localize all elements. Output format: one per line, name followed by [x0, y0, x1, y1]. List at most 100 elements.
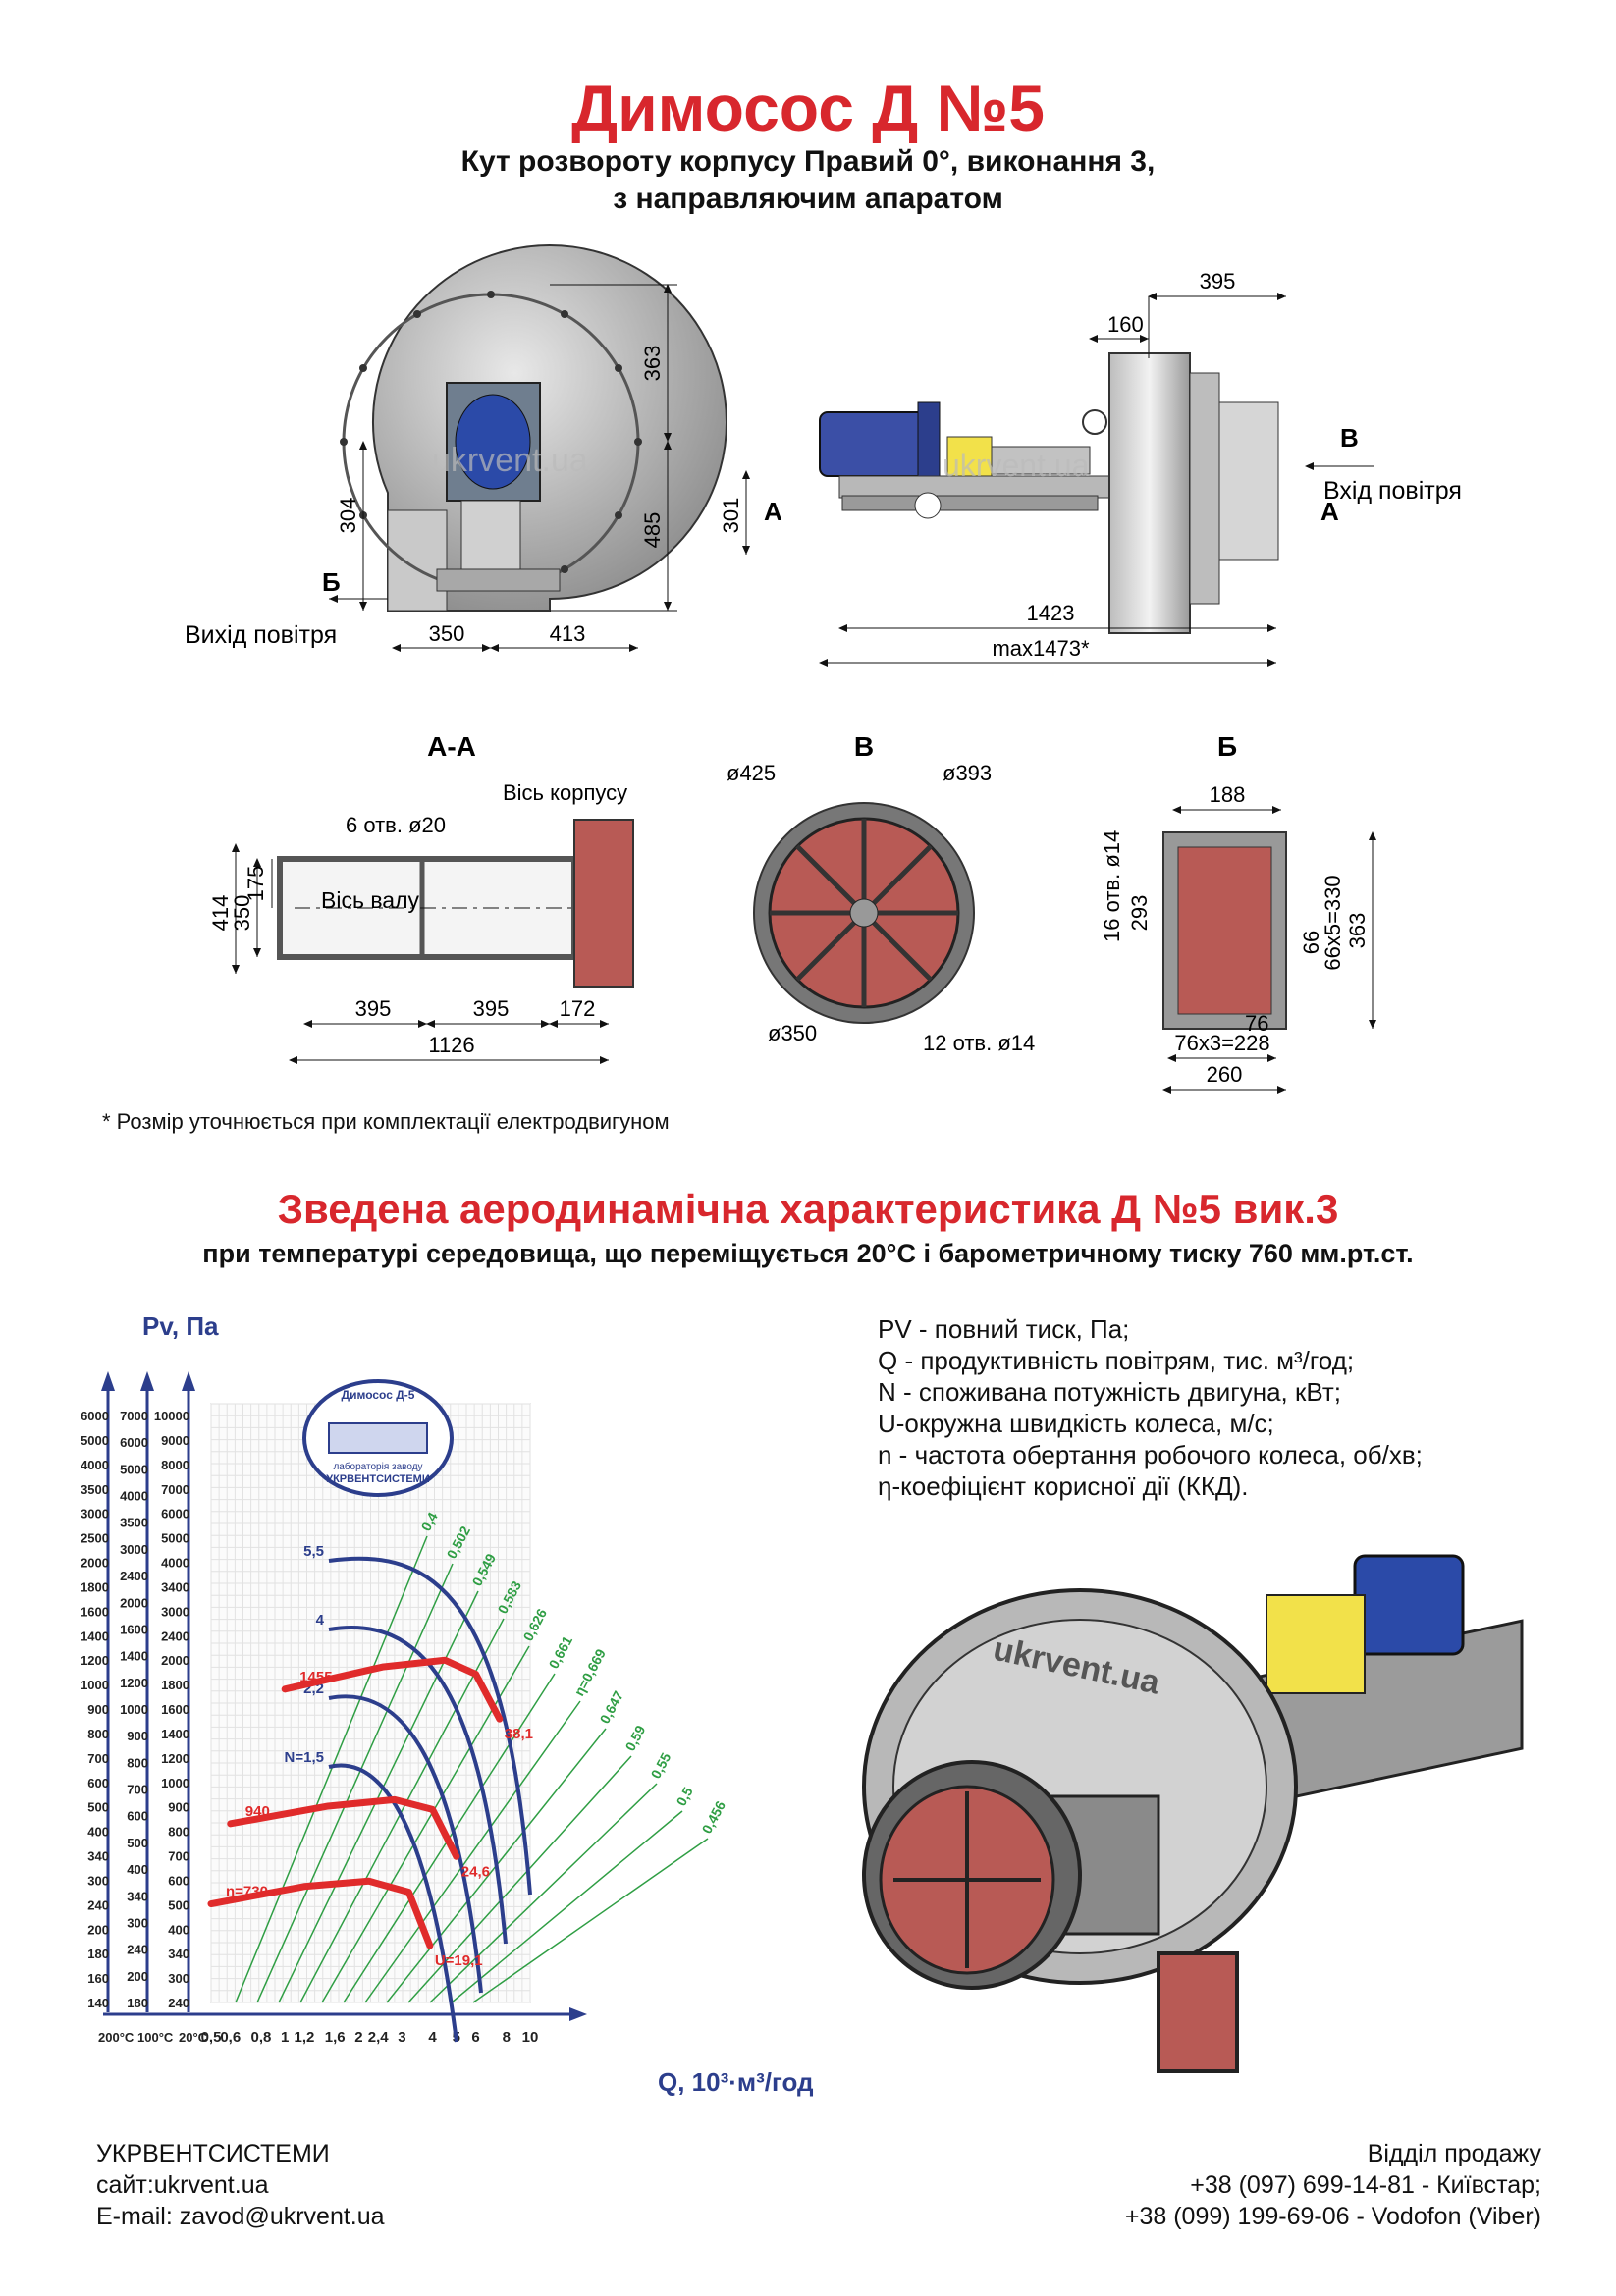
x-tick: 1,2: [295, 2029, 315, 2046]
v-holes: 12 отв. ø14: [923, 1031, 1035, 1055]
section-a-left: A: [764, 497, 782, 526]
x-tick: 8: [503, 2029, 511, 2046]
power-label: 4: [316, 1612, 325, 1629]
x-tick: 1,6: [325, 2029, 346, 2046]
footer-right: Відділ продажу +38 (097) 699-14-81 - Киї…: [1125, 2138, 1541, 2232]
y-tick-20c: 300: [168, 1971, 189, 1986]
y-tick-100c: 500: [127, 1836, 148, 1850]
y-tick-20c: 900: [168, 1800, 189, 1815]
efficiency-line: [364, 1700, 581, 2003]
x-tick: 2,4: [368, 2029, 390, 2046]
y-tick-200c: 3500: [81, 1482, 109, 1497]
y-tick-20c: 3400: [161, 1579, 189, 1594]
efficiency-line: [299, 1618, 505, 2003]
y-tick-200c: 6000: [81, 1409, 109, 1423]
dim-301: 301: [719, 498, 743, 534]
y-tick-20c: 700: [168, 1849, 189, 1864]
site-link[interactable]: сайт:ukrvent.ua: [96, 2171, 269, 2199]
aero-subtitle: при температурі середовища, що переміщує…: [202, 1239, 1414, 1268]
y-tick-200c: 800: [87, 1727, 109, 1741]
y-axis-arrow: [140, 1371, 154, 1391]
y-tick-200c: 2000: [81, 1556, 109, 1571]
y-tick-200c: 160: [87, 1971, 109, 1986]
d393: ø393: [943, 761, 992, 785]
y-tick-20c: 7000: [161, 1482, 189, 1497]
subtitle-line-2: з направляючим апаратом: [613, 183, 1003, 215]
y-tick-100c: 4000: [120, 1489, 148, 1504]
dim-76: 76: [1245, 1011, 1268, 1036]
housing-axis-label: Вісь корпусу: [503, 780, 627, 805]
dim-293: 293: [1127, 895, 1152, 932]
efficiency-line: [451, 1810, 683, 2003]
y-tick-20c: 5000: [161, 1531, 189, 1546]
d425: ø425: [727, 761, 776, 785]
y-axis-arrow: [101, 1371, 115, 1391]
dim-172: 172: [560, 996, 596, 1021]
d350: ø350: [768, 1021, 817, 1045]
y-tick-20c: 4000: [161, 1556, 189, 1571]
dim-304: 304: [336, 498, 360, 534]
y-tick-200c: 240: [87, 1897, 109, 1912]
section-v: В ø425 ø393 ø350 12 отв. ø14: [727, 731, 1035, 1055]
speed-curve: [227, 1795, 460, 1860]
y-tick-20c: 6000: [161, 1507, 189, 1522]
y-tick-20c: 1800: [161, 1678, 189, 1692]
power-label: 5,5: [303, 1543, 324, 1560]
y-tick-20c: 9000: [161, 1433, 189, 1448]
y-tick-100c: 3500: [120, 1516, 148, 1530]
chart-ylabel: Pv, Па: [142, 1311, 219, 1341]
y-tick-200c: 5000: [81, 1433, 109, 1448]
speed-curve: [281, 1656, 504, 1723]
y-tick-100c: 2000: [120, 1595, 148, 1610]
y-tick-200c: 500: [87, 1800, 109, 1815]
efficiency-label: 0,661: [546, 1633, 576, 1672]
side-view: ukrvent.ua 395 160 301 1423 max1473* A A…: [719, 269, 1462, 667]
svg-text:ukrvent.ua: ukrvent.ua: [943, 448, 1090, 483]
legend-n: N - споживана потужність двигуна, кВт;: [878, 1377, 1341, 1407]
dim-414: 414: [208, 895, 233, 932]
phone-kyivstar[interactable]: +38 (097) 699-14-81 - Київстар;: [1190, 2171, 1541, 2199]
x-tick: 10: [522, 2029, 539, 2046]
y-tick-200c: 200: [87, 1922, 109, 1937]
y-tick-20c: 500: [168, 1897, 189, 1912]
aero-chart: Pv, Па Q, 10³·м³/год 6000500040003500300…: [81, 1311, 814, 2097]
y-tick-100c: 400: [127, 1862, 148, 1877]
inlet-label: Вхід повітря: [1323, 477, 1462, 505]
outlet-label: Вихід повітря: [185, 621, 337, 649]
y-tick-20c: 600: [168, 1873, 189, 1888]
y-tick-200c: 4000: [81, 1458, 109, 1472]
chart-logo: Димосос Д-5 лабораторія заводу УКРВЕНТСИ…: [302, 1379, 454, 1497]
phone-vodafone[interactable]: +38 (099) 199-69-06 - Vodofon (Viber): [1124, 2203, 1541, 2230]
x-tick: 3: [398, 2029, 405, 2046]
x-tick: 1: [281, 2029, 289, 2046]
y-tick-20c: 1400: [161, 1727, 189, 1741]
y-tick-20c: 1200: [161, 1751, 189, 1766]
section-b-label: B: [1340, 423, 1359, 453]
y-tick-100c: 900: [127, 1729, 148, 1743]
efficiency-line: [235, 1535, 428, 2003]
y-tick-200c: 1400: [81, 1629, 109, 1643]
y-tick-20c: 240: [168, 1996, 189, 2010]
y-tick-100c: 340: [127, 1889, 148, 1903]
y-tick-200c: 340: [87, 1849, 109, 1864]
speed-label: n=730: [226, 1884, 268, 1900]
y-tick-200c: 1600: [81, 1604, 109, 1619]
dim-188: 188: [1210, 782, 1246, 807]
y-tick-200c: 3000: [81, 1507, 109, 1522]
dim-66x5: 66x5=330: [1320, 875, 1345, 970]
y-tick-200c: 400: [87, 1825, 109, 1840]
subtitle-line-1: Кут розвороту корпусу Правий 0°, виконан…: [460, 145, 1156, 178]
efficiency-label: η=0,669: [571, 1646, 610, 1698]
y-tick-100c: 1200: [120, 1676, 148, 1690]
y-tick-200c: 600: [87, 1776, 109, 1790]
email-link[interactable]: E-mail: zavod@ukrvent.ua: [96, 2203, 385, 2230]
y-tick-100c: 700: [127, 1783, 148, 1797]
y-tick-200c: 2500: [81, 1531, 109, 1546]
footer-left: УКРВЕНТСИСТЕМИ сайт:ukrvent.ua E-mail: z…: [96, 2138, 385, 2232]
y-axis-arrow: [182, 1371, 195, 1391]
section-aa: А-А Вісь валу 6 отв. ø20 Вісь корпусу 41…: [208, 731, 634, 1064]
power-label: N=1,5: [285, 1749, 324, 1766]
dim-160: 160: [1107, 312, 1144, 337]
y-tick-100c: 6000: [120, 1435, 148, 1450]
sales-dept: Відділ продажу: [1367, 2140, 1541, 2167]
